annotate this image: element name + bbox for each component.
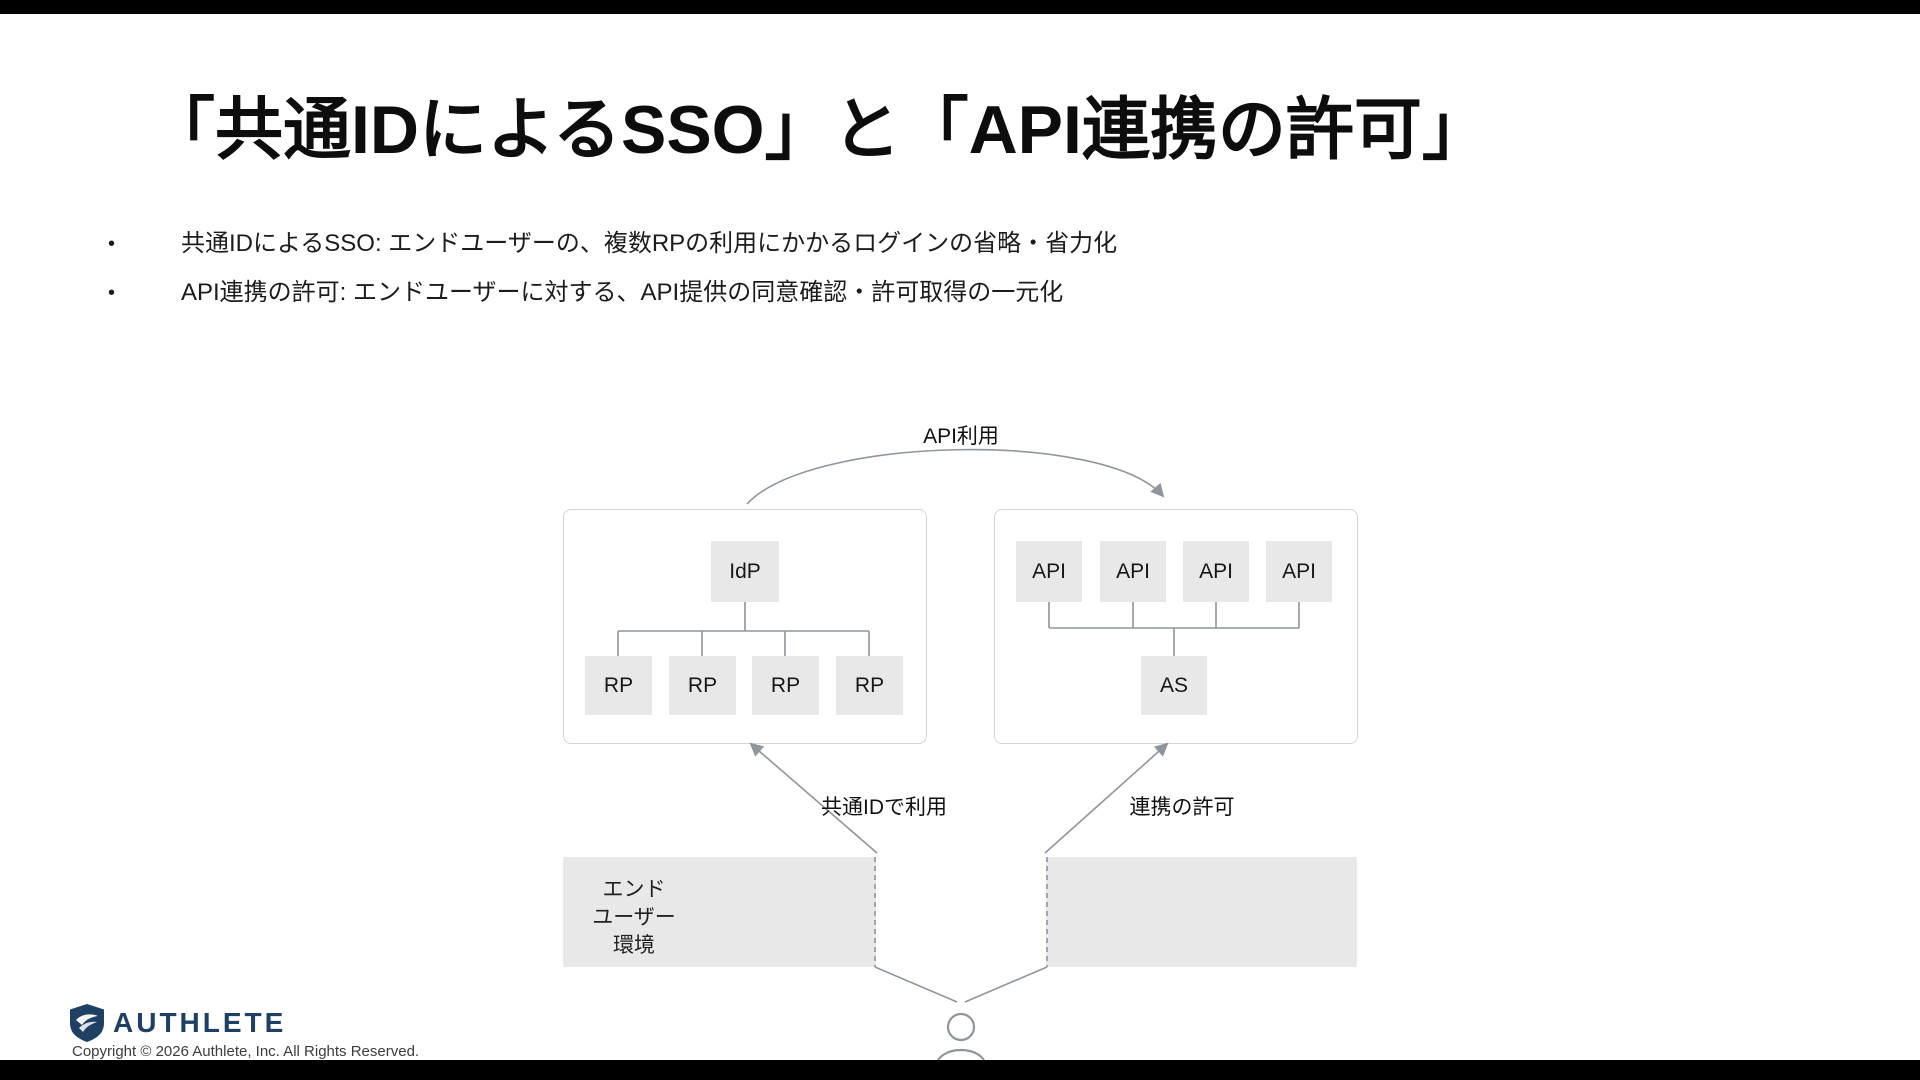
rp-box: RP xyxy=(585,656,652,715)
api-box: API xyxy=(1100,541,1166,602)
brand-wordmark: AUTHLETE xyxy=(113,1007,287,1038)
end-user-environment-label: エンド ユーザー 環境 xyxy=(563,876,705,960)
page-title: 「共通IDによるSSO」と「API連携の許可」 xyxy=(147,92,1490,168)
authlete-shield-icon xyxy=(70,1004,104,1042)
bullet-item: • 共通IDによるSSO: エンドユーザーの、複数RPの利用にかかるログインの省… xyxy=(108,228,1608,260)
end-user-environment-gap xyxy=(876,857,1046,967)
bottom-black-bar xyxy=(0,1060,1920,1080)
rp-box: RP xyxy=(836,656,903,715)
user-chevron xyxy=(874,966,1048,1003)
api-usage-arrow xyxy=(746,448,1165,505)
idp-box: IdP xyxy=(711,541,779,602)
rp-box: RP xyxy=(752,656,819,715)
end-user-env-line: ユーザー xyxy=(592,906,676,929)
api-box: API xyxy=(1183,541,1249,602)
copyright-text: Copyright © 2026 Authlete, Inc. All Righ… xyxy=(72,1043,420,1060)
authlete-logo: AUTHLETE xyxy=(70,1004,286,1042)
bullet-text: API連携の許可: エンドユーザーに対する、API提供の同意確認・許可取得の一元… xyxy=(181,279,1064,306)
sso-arrow-label: 共通IDで利用 xyxy=(821,796,947,819)
api-box: API xyxy=(1016,541,1082,602)
bullet-text: 共通IDによるSSO: エンドユーザーの、複数RPの利用にかかるログインの省略・… xyxy=(181,230,1118,257)
rp-box: RP xyxy=(669,656,736,715)
top-black-bar xyxy=(0,0,1920,14)
consent-arrow-label: 連携の許可 xyxy=(1129,796,1235,819)
end-user-env-line: エンド xyxy=(602,878,666,901)
bullet-marker: • xyxy=(108,233,116,255)
bullet-item: • API連携の許可: エンドユーザーに対する、API提供の同意確認・許可取得の… xyxy=(108,277,1608,309)
as-box: AS xyxy=(1141,656,1207,715)
bullet-list: • 共通IDによるSSO: エンドユーザーの、複数RPの利用にかかるログインの省… xyxy=(108,228,1608,326)
api-box: API xyxy=(1266,541,1332,602)
api-usage-label: API利用 xyxy=(923,425,999,448)
bullet-marker: • xyxy=(108,282,116,304)
end-user-env-line: 環境 xyxy=(613,934,655,957)
